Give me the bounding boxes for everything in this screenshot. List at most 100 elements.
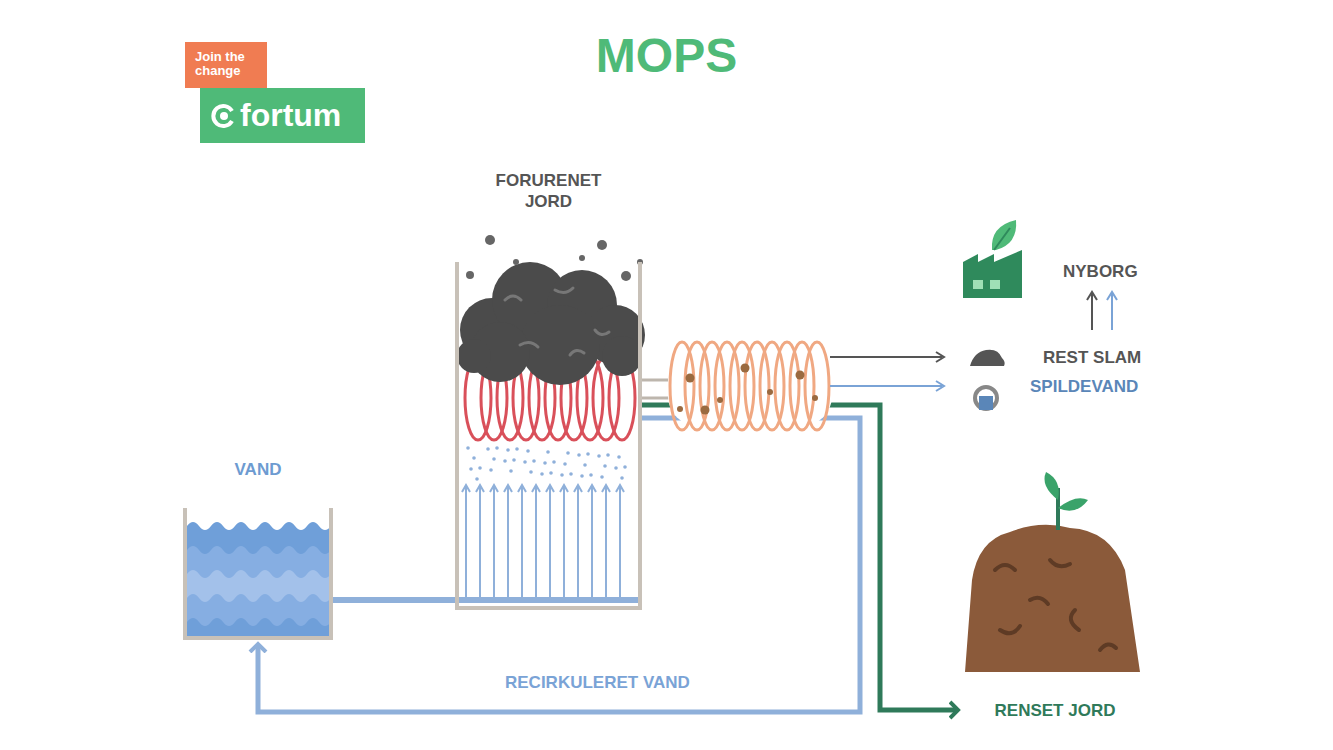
droplet [523, 460, 527, 464]
soil-particle [466, 271, 474, 279]
flow-arrow [577, 486, 579, 597]
soil-texture [570, 350, 584, 355]
droplet [603, 464, 607, 468]
water-wave [187, 570, 331, 636]
flow-label: NYBORG [1063, 262, 1138, 282]
flow-connector [333, 597, 455, 603]
logo-tag: Join the change [185, 42, 267, 88]
water-wave [187, 594, 331, 636]
droplet [472, 456, 476, 460]
water-wave [187, 522, 331, 636]
wastewater-icon [979, 396, 993, 410]
node-text: Join the change [195, 50, 257, 78]
separator-coil [670, 342, 694, 430]
inlet-pipe [459, 597, 638, 603]
soil-texture [1071, 610, 1079, 630]
diagram-title: MOPS [0, 28, 1333, 83]
slam-arrow-head [936, 352, 944, 362]
flow-arrow [493, 486, 495, 597]
droplet [529, 470, 533, 474]
flow-label: REST SLAM [1043, 348, 1141, 368]
separator-coil [805, 342, 829, 430]
wastewater-icon [975, 387, 997, 409]
up-arrow [1111, 294, 1113, 330]
wastewater-arrow [830, 385, 942, 387]
separator-particle [767, 389, 773, 395]
droplet [546, 450, 550, 454]
droplet [560, 473, 564, 477]
soil-particle [579, 255, 585, 261]
flow-arrow-head [462, 485, 470, 492]
droplet [580, 474, 584, 478]
soil-texture [505, 296, 521, 300]
droplet [526, 449, 530, 453]
flow-arrow [521, 486, 523, 597]
separator-coil [775, 342, 799, 430]
droplet [563, 462, 567, 466]
flow-arrow-head [490, 485, 498, 492]
flow-label: SPILDEVAND [1030, 377, 1138, 397]
soil-particle [597, 240, 607, 250]
logo-icon-ring [213, 106, 232, 126]
droplet [617, 455, 621, 459]
droplet [586, 452, 590, 456]
separator-particle [812, 395, 818, 401]
edge-label: RECIRKULERET VAND [502, 673, 693, 693]
flow-connector [258, 418, 860, 712]
droplet [606, 453, 610, 457]
droplet [566, 451, 570, 455]
flow-arrow [619, 486, 621, 597]
soil-texture [995, 565, 1015, 570]
flow-arrow-head [476, 485, 484, 492]
leaf-icon [992, 220, 1016, 250]
soil-cloud [457, 339, 491, 373]
droplet [549, 471, 553, 475]
separator-particle [717, 397, 723, 403]
logo-box: fortum [200, 88, 365, 143]
separator-coil [790, 342, 814, 430]
soil-texture [520, 342, 538, 347]
wash-column: FORURENET JORD [455, 262, 642, 610]
droplet [495, 446, 499, 450]
slam-arrow [830, 356, 942, 358]
flow-arrow [591, 486, 593, 597]
droplet [486, 447, 490, 451]
flow-arrow [479, 486, 481, 597]
water-tank: VAND [183, 508, 333, 640]
tank-water [187, 522, 331, 636]
flow-arrow [605, 486, 607, 597]
clean-soil-pile [965, 525, 1140, 672]
soil-cloud [520, 305, 600, 385]
node-text: FORURENET JORD [489, 170, 609, 212]
droplet [503, 459, 507, 463]
soil-particle [513, 259, 519, 265]
flow-arrow [563, 486, 565, 597]
logo-icon [210, 103, 236, 129]
separator-particle [686, 374, 695, 383]
flow-arrow-head [560, 485, 568, 492]
droplet [512, 458, 516, 462]
separator-coil [715, 342, 739, 430]
soil-texture [555, 288, 573, 293]
flow-arrow-head [504, 485, 512, 492]
soil-particle [485, 235, 495, 245]
water-wave [187, 546, 331, 636]
up-arrow [1091, 294, 1093, 330]
flow-arrow [549, 486, 551, 597]
soil-texture [1000, 626, 1020, 633]
separator-particle [796, 371, 805, 380]
flow-arrow-head [574, 485, 582, 492]
flow-arrow-head [602, 485, 610, 492]
droplet [540, 472, 544, 476]
droplet [475, 477, 479, 481]
droplet [623, 465, 627, 469]
soil-texture [1050, 560, 1070, 566]
droplet [577, 453, 581, 457]
leaf-vein [994, 228, 1010, 250]
factory-icon [963, 250, 1022, 298]
flow-arrow-head [588, 485, 596, 492]
flow-arrow [535, 486, 537, 597]
separator-coil [745, 342, 769, 430]
logo-icon-dot [220, 112, 228, 120]
sludge-icon [970, 350, 1005, 366]
